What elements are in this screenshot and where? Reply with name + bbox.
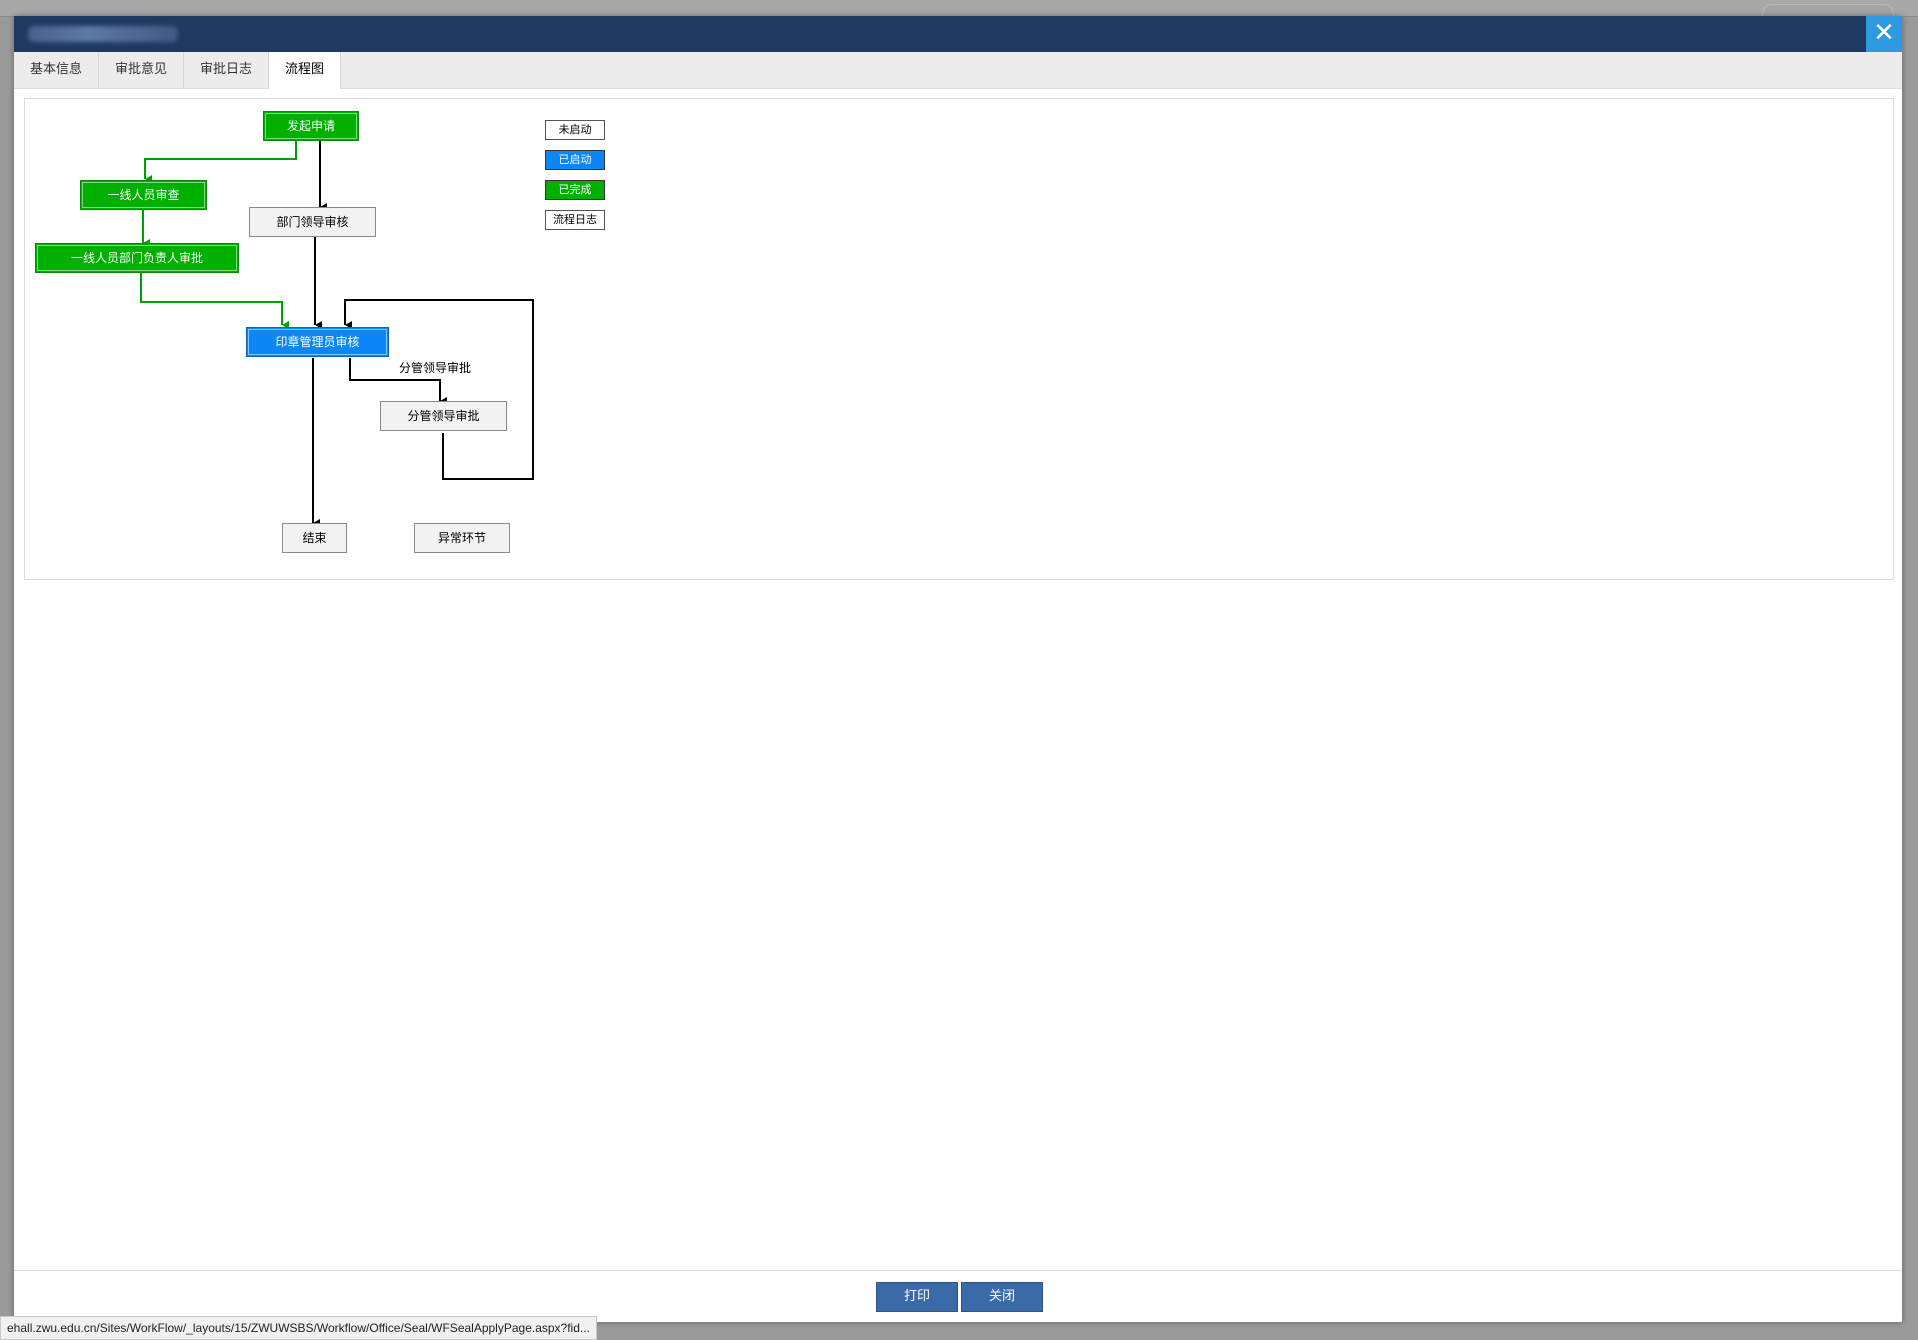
node-leader-approve[interactable]: 分管领导审批 [380,401,507,431]
node-exception[interactable]: 异常环节 [414,523,510,553]
legend-completed: 已完成 [545,180,605,200]
edge-start-to-frontline [144,141,297,183]
tab-approval-opinions[interactable]: 审批意见 [99,52,185,88]
background-page-header [0,0,1918,26]
close-icon[interactable]: ✕ [1866,16,1902,52]
tab-bar: 基本信息 审批意见 审批日志 流程图 [14,52,1902,89]
tab-basic-info[interactable]: 基本信息 [14,52,100,88]
legend-not-started: 未启动 [545,120,605,140]
dialog-title-blurred [28,26,178,42]
edge-dept-approve-to-seal [140,273,289,329]
dialog-titlebar: ✕ [14,16,1902,52]
node-frontline-review[interactable]: 一线人员审查 [80,180,207,210]
edge-label-leader-approve: 分管领导审批 [399,361,472,375]
close-button[interactable]: 关闭 [961,1282,1043,1312]
tab-flowchart[interactable]: 流程图 [269,52,342,89]
edge-seal-to-leader [349,358,447,405]
legend-process-log-button[interactable]: 流程日志 [545,210,605,230]
flowchart-panel: 发起申请 一线人员审查 部门领导审核 一线人员部门负责人审批 印章管理员审核 分… [24,98,1894,580]
node-end[interactable]: 结束 [282,523,347,553]
process-dialog: ✕ 基本信息 审批意见 审批日志 流程图 发起申请 [14,16,1902,1322]
edge-leader-loop-back [344,299,534,480]
node-seal-admin-review[interactable]: 印章管理员审核 [246,327,389,357]
legend-started: 已启动 [545,150,605,170]
tab-approval-log[interactable]: 审批日志 [184,52,270,88]
print-button[interactable]: 打印 [876,1282,958,1312]
footer-divider [14,1270,1902,1271]
node-dept-leader-review[interactable]: 部门领导审核 [249,207,376,237]
flow-edges [140,141,534,527]
node-frontline-dept-approve[interactable]: 一线人员部门负责人审批 [35,243,239,273]
node-start[interactable]: 发起申请 [263,111,359,141]
browser-status-url: ehall.zwu.edu.cn/Sites/WorkFlow/_layouts… [0,1316,597,1340]
